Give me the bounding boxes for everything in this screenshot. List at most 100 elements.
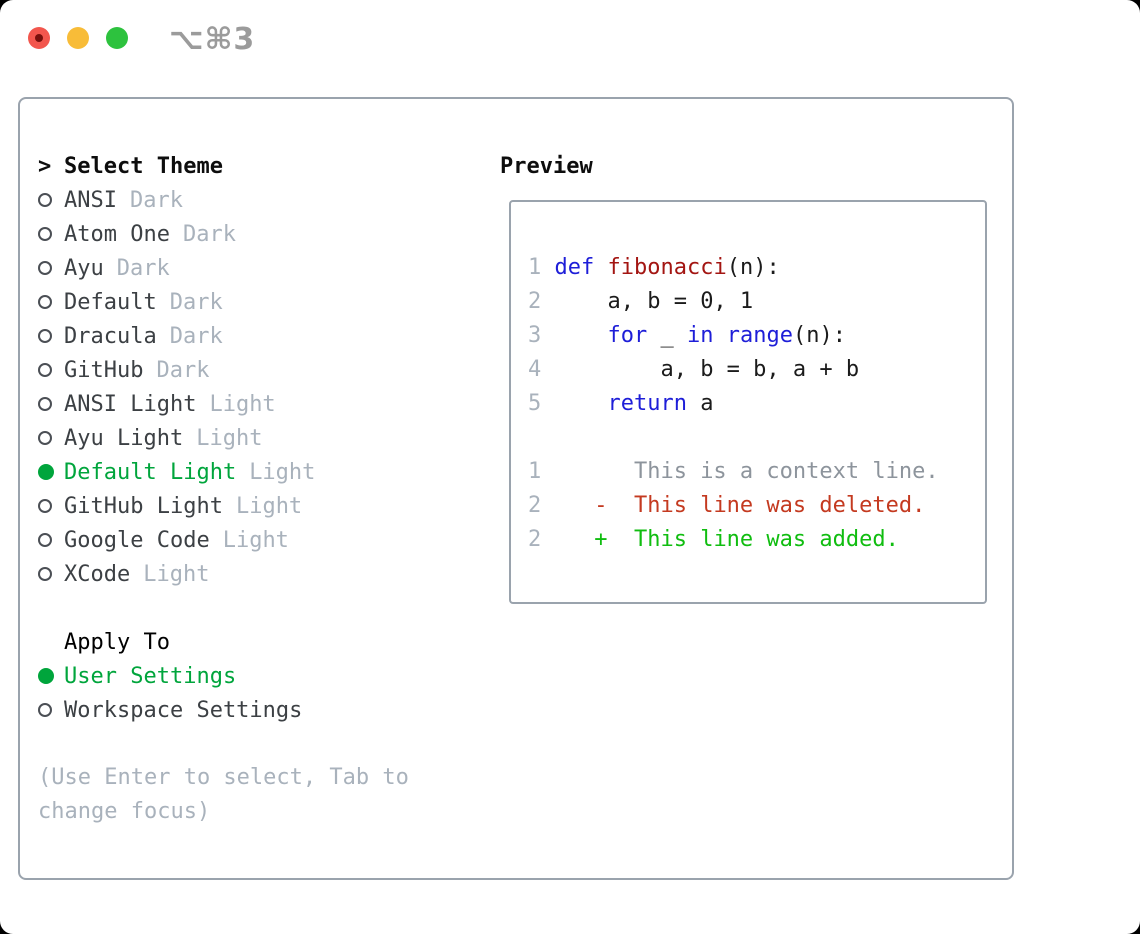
code-token-p [541, 493, 594, 518]
option-label: Dracula [64, 323, 157, 349]
option-variant-label: Light [196, 425, 263, 451]
preview-heading: Preview [500, 153, 593, 179]
preview-line: 1 This is a context line. [528, 455, 985, 489]
empty-circle-icon [38, 499, 52, 513]
line-number: 2 [528, 289, 542, 314]
radio-selected-icon[interactable] [38, 464, 64, 480]
code-token-p: a, b = b, a + b [541, 357, 860, 382]
empty-circle-icon [38, 567, 52, 581]
apply-option-user-settings[interactable]: User Settings [38, 659, 478, 693]
radio-icon[interactable] [38, 703, 64, 717]
radio-icon[interactable] [38, 261, 64, 275]
option-label: Default [64, 289, 157, 315]
radio-icon[interactable] [38, 329, 64, 343]
radio-icon[interactable] [38, 295, 64, 309]
radio-icon[interactable] [38, 397, 64, 411]
empty-circle-icon [38, 703, 52, 717]
apply-to-header-row: Apply To [38, 625, 478, 659]
code-token-add: + This line was added. [594, 527, 899, 552]
radio-icon[interactable] [38, 363, 64, 377]
empty-circle-icon [38, 261, 52, 275]
title-bar: ⌥⌘3 [0, 0, 1140, 78]
theme-option-default[interactable]: Default Dark [38, 285, 478, 319]
option-variant-label: Dark [169, 323, 223, 349]
window-title: ⌥⌘3 [169, 21, 256, 57]
close-button[interactable] [28, 27, 50, 49]
apply-to-heading: Apply To [64, 629, 170, 655]
code-token-kw: for [607, 323, 648, 348]
option-variant-label: Dark [169, 289, 223, 315]
code-token-p [713, 323, 726, 348]
line-number: 5 [528, 391, 542, 416]
minimize-button[interactable] [67, 27, 89, 49]
code-token-p [541, 391, 607, 416]
preview-line: 5 return a [528, 387, 985, 421]
apply-option-workspace-settings[interactable]: Workspace Settings [38, 693, 478, 727]
code-token-kw: def [554, 255, 595, 280]
option-variant-label: Dark [182, 221, 236, 247]
preview-line: 2 + This line was added. [528, 523, 985, 557]
option-label: Default Light [64, 459, 237, 485]
theme-option-default-light[interactable]: Default Light Light [38, 455, 478, 489]
line-number: 2 [528, 527, 542, 552]
option-label: GitHub [64, 357, 144, 383]
radio-icon[interactable] [38, 533, 64, 547]
code-token-kw: in [686, 323, 714, 348]
empty-circle-icon [38, 329, 52, 343]
option-variant-label: Dark [116, 255, 170, 281]
empty-circle-icon [38, 295, 52, 309]
preview-line [528, 421, 985, 455]
line-number: 3 [528, 323, 542, 348]
prompt-caret: > [38, 153, 52, 179]
filled-circle-icon [38, 464, 54, 480]
radio-selected-icon[interactable] [38, 668, 64, 684]
option-label: Workspace Settings [64, 697, 303, 723]
radio-icon[interactable] [38, 227, 64, 241]
empty-circle-icon [38, 533, 52, 547]
theme-option-ayu-light[interactable]: Ayu Light Light [38, 421, 478, 455]
filled-circle-icon [38, 668, 54, 684]
unsaved-indicator-dot [35, 34, 43, 42]
option-variant-label: Light [143, 561, 210, 587]
option-label: Google Code [64, 527, 210, 553]
line-number: 1 [528, 459, 542, 484]
preview-line: 1 def fibonacci(n): [528, 251, 985, 285]
theme-option-dracula[interactable]: Dracula Dark [38, 319, 478, 353]
option-label: XCode [64, 561, 131, 587]
radio-icon[interactable] [38, 567, 64, 581]
zoom-button[interactable] [106, 27, 128, 49]
option-label: ANSI Light [64, 391, 197, 417]
help-text: (Use Enter to select, Tab to change focu… [38, 765, 409, 824]
select-theme-heading: Select Theme [64, 153, 223, 179]
spacer [38, 727, 478, 761]
code-token-p [541, 527, 594, 552]
empty-circle-icon [38, 363, 52, 377]
code-token-p: a [686, 391, 714, 416]
code-token-p [541, 323, 607, 348]
radio-icon[interactable] [38, 431, 64, 445]
empty-circle-icon [38, 227, 52, 241]
empty-circle-icon [38, 193, 52, 207]
code-token-p: _ [647, 323, 687, 348]
theme-option-xcode[interactable]: XCode Light [38, 557, 478, 591]
option-variant-label: Dark [156, 357, 210, 383]
empty-circle-icon [38, 431, 52, 445]
theme-option-github[interactable]: GitHub Dark [38, 353, 478, 387]
spacer [38, 591, 478, 625]
option-variant-label: Light [249, 459, 316, 485]
option-label: Ayu Light [64, 425, 184, 451]
radio-icon[interactable] [38, 499, 64, 513]
code-token-kw: range [726, 323, 793, 348]
radio-icon[interactable] [38, 193, 64, 207]
preview-line: 3 for _ in range(n): [528, 319, 985, 353]
